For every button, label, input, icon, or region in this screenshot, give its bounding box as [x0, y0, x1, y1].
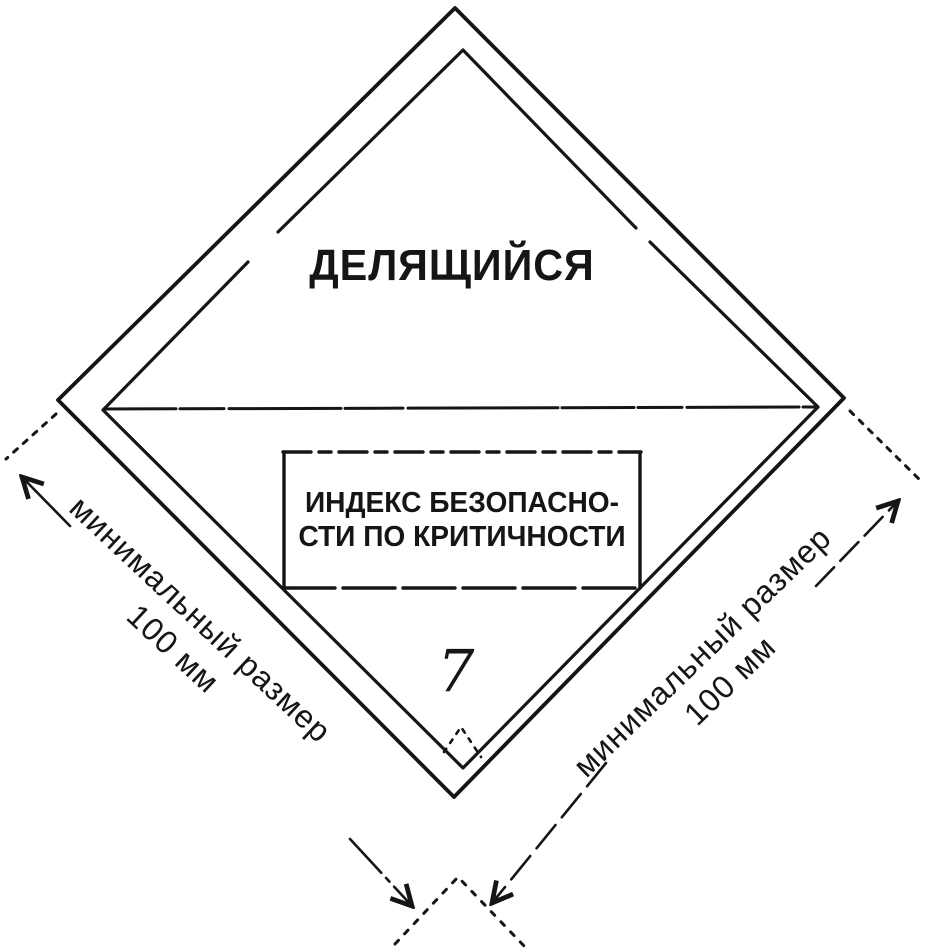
extension-line-right	[848, 409, 924, 484]
index-box-text-line1: ИНДЕКС БЕЗОПАСНО-	[304, 487, 620, 520]
left-dimension-arrow-upper	[22, 477, 72, 528]
extension-line-left	[4, 412, 58, 461]
label-midline	[102, 405, 820, 411]
index-box-text-line2: СТИ ПО КРИТИЧНОСТИ	[298, 521, 626, 553]
label-title: ДЕЛЯЩИЙСЯ	[309, 241, 595, 290]
bottom-vertex-dotted-mark	[442, 725, 483, 759]
outer-diamond-border	[56, 6, 846, 799]
index-box-border	[281, 450, 643, 590]
ink-group	[4, 6, 924, 950]
right-dimension-arrow-upper	[814, 501, 898, 588]
bottom-extension-chevron	[393, 875, 528, 950]
right-dimension-arrow-lower	[492, 761, 608, 903]
index-box-text: ИНДЕКС БЕЗОПАСНО- СТИ ПО КРИТИЧНОСТИ	[298, 487, 625, 555]
class-number: 7	[437, 637, 475, 705]
left-dimension-arrow-lower	[348, 837, 412, 906]
